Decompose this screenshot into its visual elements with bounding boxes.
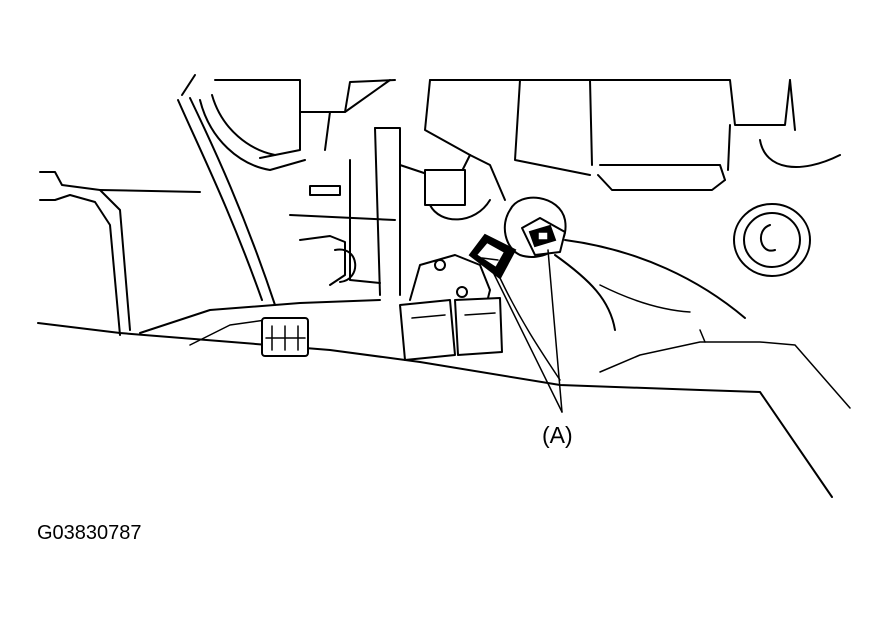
connector-a-left xyxy=(468,233,517,280)
connector-a-right xyxy=(521,217,566,256)
wire-harness-left xyxy=(177,74,306,306)
mounting-bracket xyxy=(409,254,491,311)
upper-housing-right xyxy=(424,79,841,191)
figure-id: G03830787 xyxy=(37,522,142,544)
upper-housing-left xyxy=(214,79,396,286)
left-bracket xyxy=(39,171,201,336)
harness-connector xyxy=(261,317,309,357)
floor-panel xyxy=(37,299,851,498)
relay-block xyxy=(399,297,503,361)
callout-leader-lines xyxy=(491,249,563,413)
grommet xyxy=(733,203,811,277)
callout-label-a: (A) xyxy=(542,422,573,448)
center-block xyxy=(374,127,506,296)
connector-cables xyxy=(499,239,746,381)
